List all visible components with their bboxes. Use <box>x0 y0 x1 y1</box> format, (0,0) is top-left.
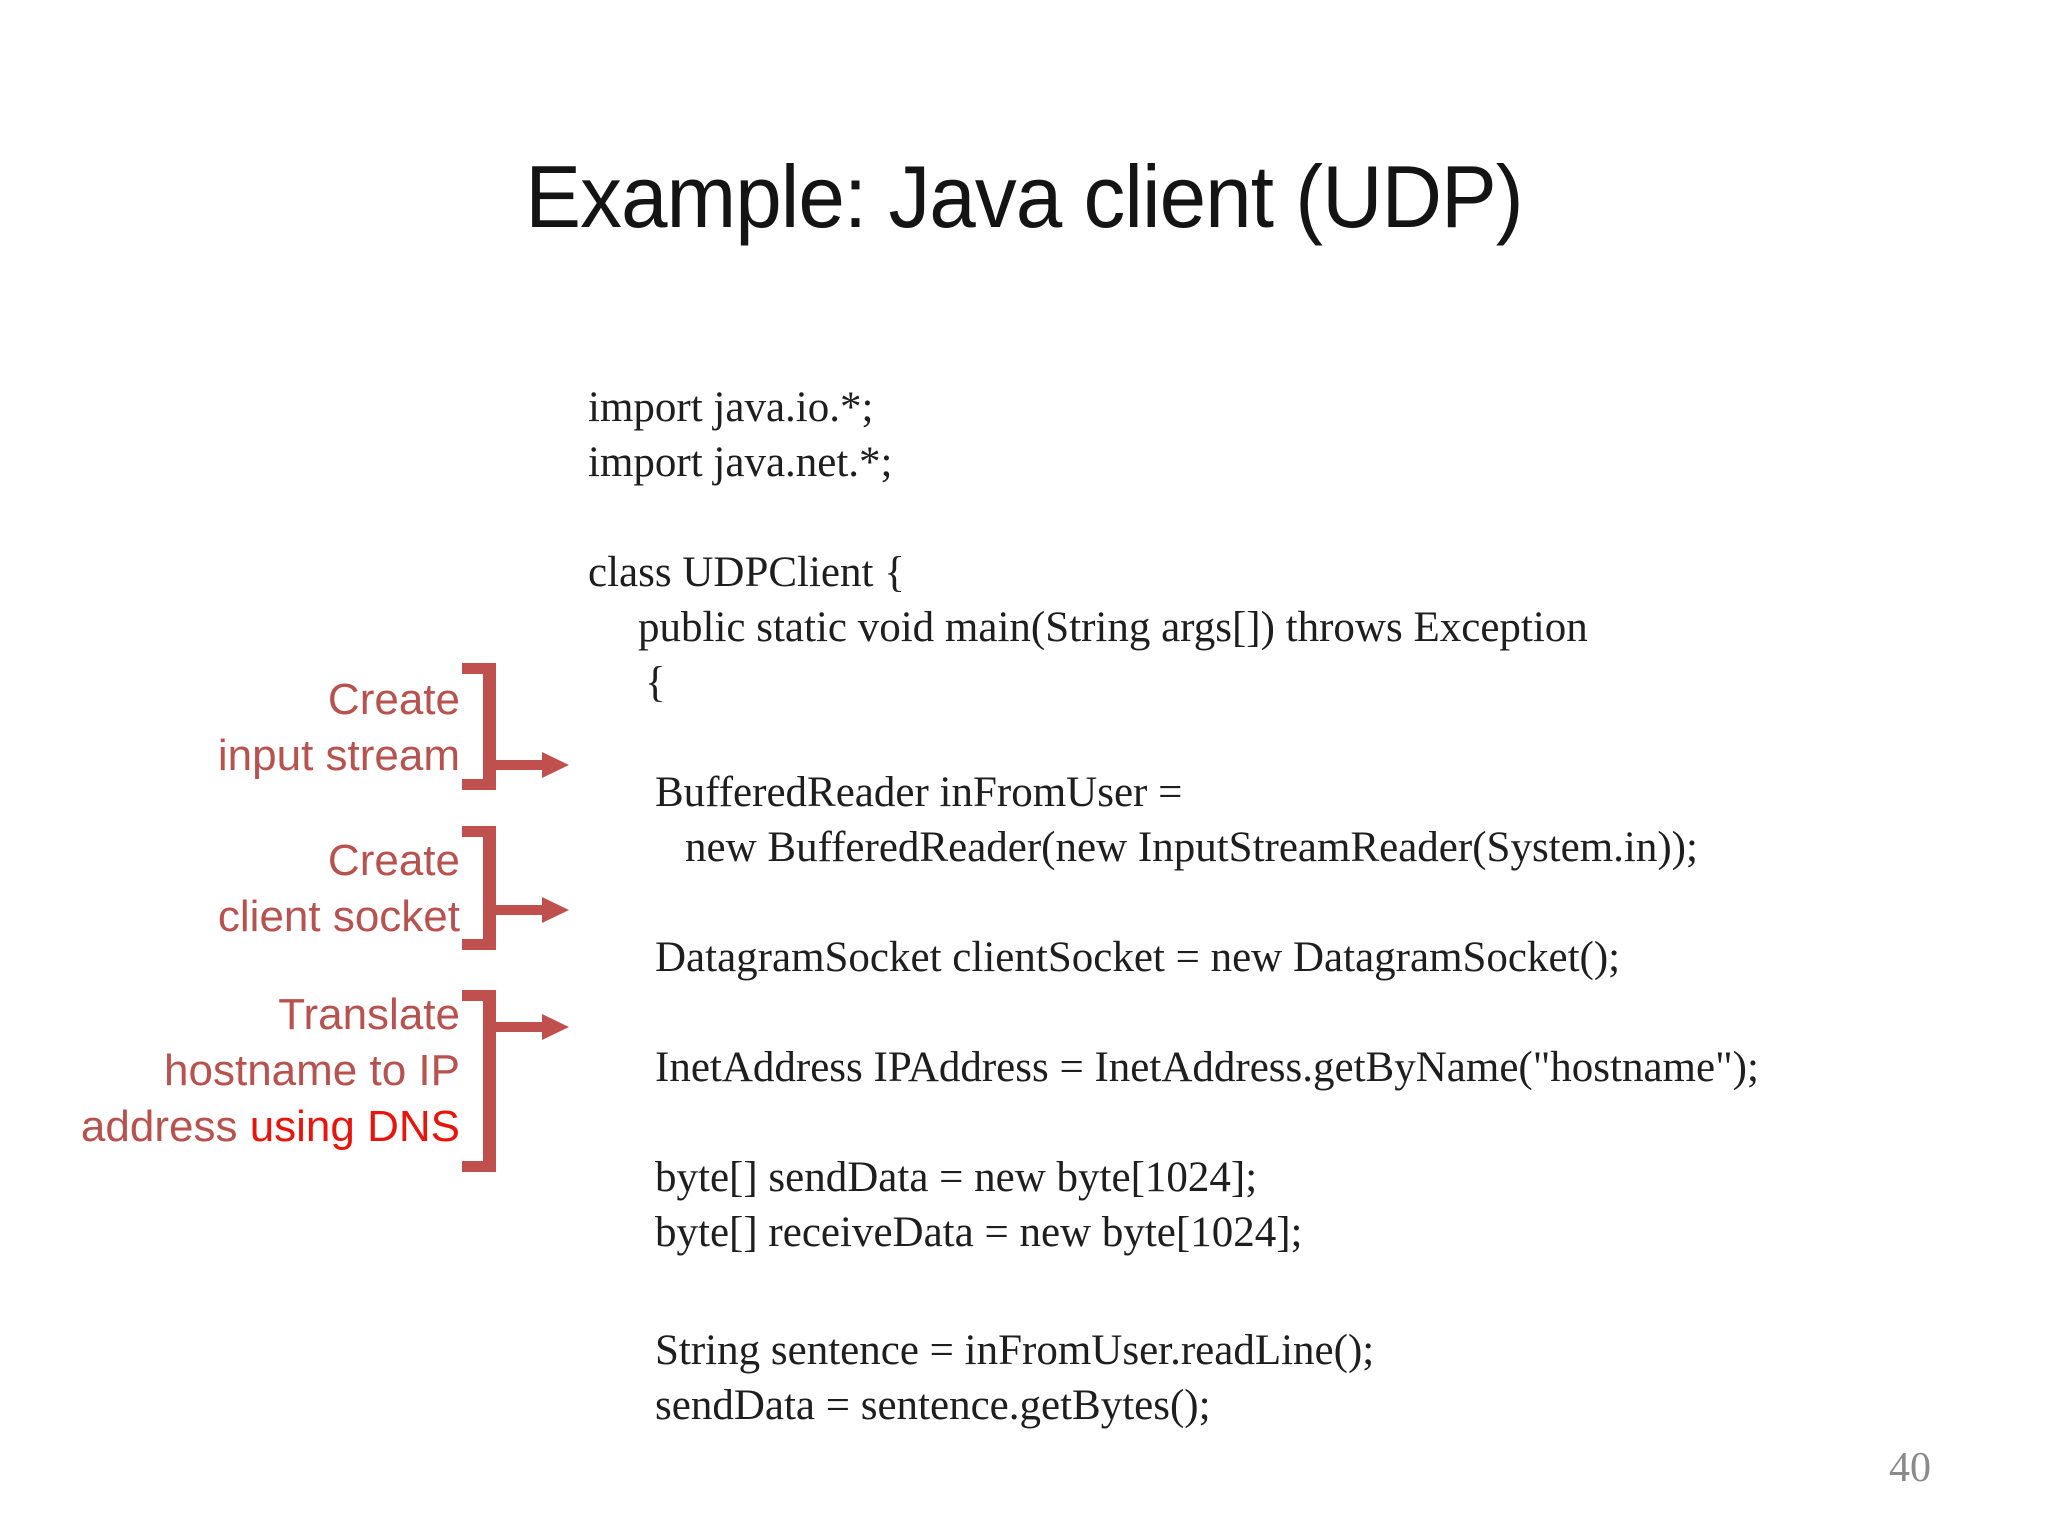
slide-title: Example: Java client (UDP) <box>525 147 1523 246</box>
code-line <box>588 985 1759 1040</box>
code-line: { <box>645 659 666 706</box>
code-line <box>588 490 1759 545</box>
code-line: import java.net.*; <box>588 439 893 486</box>
annotation-line: Create <box>327 836 460 885</box>
page-number: 40 <box>1889 1445 1931 1491</box>
code-line: class UDPClient { <box>588 549 905 596</box>
annotation-create-client-socket: Create client socket <box>218 833 460 945</box>
code-line: InetAddress IPAddress = InetAddress.getB… <box>655 1044 1759 1091</box>
code-line: BufferedReader inFromUser = <box>655 769 1183 816</box>
annotation-line: client socket <box>217 892 460 941</box>
annotation-create-input-stream: Create input stream <box>218 672 460 784</box>
annotation-line: Create <box>327 675 460 724</box>
code-block: import java.io.*; import java.net.*; cla… <box>588 380 1759 1433</box>
arrow-right-icon <box>496 1014 574 1040</box>
annotation-translate-dns: Translate hostname to IP address using D… <box>81 987 460 1155</box>
code-line: byte[] receiveData = new byte[1024]; <box>655 1209 1303 1256</box>
code-line: sendData = sentence.getBytes(); <box>655 1382 1211 1429</box>
bracket-icon <box>462 990 496 1172</box>
code-line: byte[] sendData = new byte[1024]; <box>655 1154 1258 1201</box>
code-line: String sentence = inFromUser.readLine(); <box>655 1327 1375 1374</box>
code-line: new BufferedReader(new InputStreamReader… <box>685 824 1698 871</box>
code-line: DatagramSocket clientSocket = new Datagr… <box>655 934 1621 981</box>
bracket-icon <box>462 826 496 950</box>
code-line <box>588 710 1759 765</box>
arrow-right-icon <box>496 752 574 778</box>
bracket-icon <box>462 663 496 790</box>
code-line <box>588 1095 1759 1150</box>
annotation-line: hostname to IP <box>164 1046 460 1095</box>
annotation-line: Translate <box>278 990 460 1039</box>
code-line <box>588 875 1759 930</box>
arrow-right-icon <box>496 897 574 923</box>
annotation-line: address using DNS <box>80 1102 460 1151</box>
annotation-line: input stream <box>217 731 460 780</box>
code-line: public static void main(String args[]) t… <box>638 604 1588 651</box>
dns-highlight: using DNS <box>249 1102 460 1151</box>
code-line: import java.io.*; <box>588 384 874 431</box>
code-line <box>588 1260 1759 1315</box>
